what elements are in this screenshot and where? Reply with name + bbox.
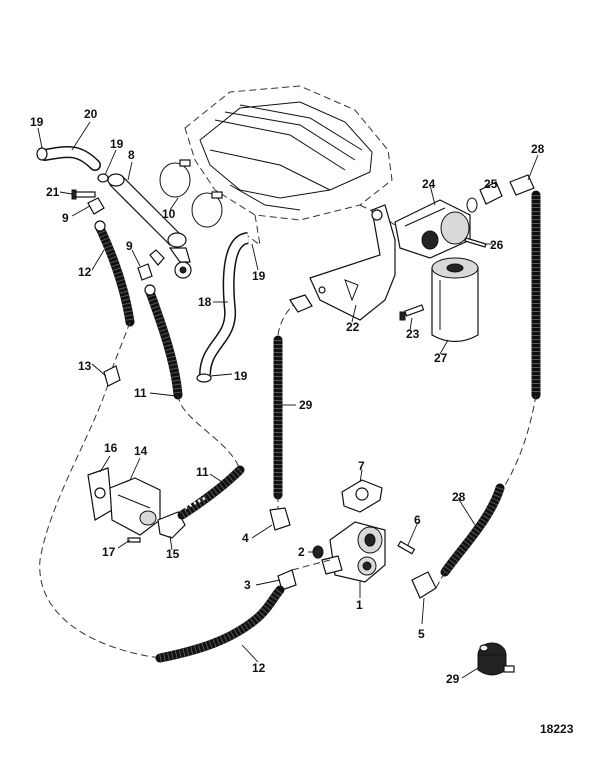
callout-19: 19 <box>110 137 124 151</box>
filter-adapter-24 <box>394 199 471 259</box>
callout-8: 8 <box>128 148 135 162</box>
callout-4: 4 <box>242 531 249 545</box>
hose-18 <box>196 232 250 383</box>
callout-19: 19 <box>234 369 248 383</box>
callout-17: 17 <box>102 545 116 559</box>
screw-26 <box>464 237 487 248</box>
callout-5: 5 <box>418 627 425 641</box>
leader-lines <box>37 121 539 679</box>
engine-block-outline <box>184 85 396 247</box>
gasket-16 <box>87 467 113 521</box>
figure-reference-number: 18223 <box>540 722 574 736</box>
callout-28: 28 <box>452 490 466 504</box>
callout-12: 12 <box>252 661 266 675</box>
callout-10: 10 <box>162 207 176 221</box>
callout-11: 11 <box>134 386 147 400</box>
hose-12-upper <box>95 223 135 327</box>
callout-29: 29 <box>299 398 313 412</box>
callout-16: 16 <box>104 441 118 455</box>
bolt-6 <box>397 540 416 555</box>
dashed-route-11 <box>177 394 241 471</box>
cover-14 <box>109 477 161 536</box>
callout-2: 2 <box>298 545 305 559</box>
callout-9: 9 <box>62 211 69 225</box>
callout-1: 1 <box>356 598 363 612</box>
fitting-29-top <box>289 294 313 313</box>
hose-11-upper <box>145 287 183 400</box>
callout-14: 14 <box>134 444 148 458</box>
callout-19: 19 <box>30 115 44 129</box>
callout-26: 26 <box>490 238 504 252</box>
clip-13 <box>103 365 121 387</box>
callout-22: 22 <box>346 320 360 334</box>
fitting-25 <box>466 181 503 213</box>
oil-cooler-8 <box>107 173 192 279</box>
clamp-10 <box>159 159 223 228</box>
hose-20 <box>36 146 109 183</box>
callout-19: 19 <box>252 269 266 283</box>
fitting-28-top <box>509 174 535 196</box>
callout-23: 23 <box>406 327 420 341</box>
callout-11: 11 <box>196 465 209 479</box>
callout-18: 18 <box>198 295 212 309</box>
callout-29: 29 <box>446 672 460 686</box>
callout-25: 25 <box>484 177 498 191</box>
callout-labels: 19 20 19 8 21 9 10 9 12 19 18 13 19 11 1… <box>30 107 545 686</box>
callout-7: 7 <box>358 459 365 473</box>
sender-29 <box>477 642 515 676</box>
callout-12: 12 <box>78 265 92 279</box>
fitting-5 <box>411 571 437 599</box>
fitting-9-lower <box>137 263 153 281</box>
bolt-23 <box>399 304 425 321</box>
callout-13: 13 <box>78 359 92 373</box>
fitting-4 <box>269 507 291 531</box>
callout-27: 27 <box>434 351 448 365</box>
screw-17 <box>127 537 141 543</box>
callout-21: 21 <box>46 185 60 199</box>
elbow-15 <box>157 511 186 539</box>
fitting-3 <box>277 569 297 591</box>
callout-24: 24 <box>422 177 436 191</box>
filter-housing-1 <box>321 521 386 583</box>
hose-11-lower <box>177 465 245 520</box>
screw-21 <box>71 189 96 200</box>
oil-filter-27 <box>431 257 479 343</box>
fitting-9-upper <box>87 197 105 215</box>
callout-9: 9 <box>126 239 133 253</box>
dashed-route-28 <box>504 394 537 486</box>
gasket-7 <box>341 479 383 513</box>
callout-20: 20 <box>84 107 98 121</box>
callout-15: 15 <box>166 547 180 561</box>
callout-6: 6 <box>414 513 421 527</box>
plug-2 <box>312 545 324 559</box>
hose-12-lower <box>155 585 285 663</box>
bracket-22 <box>309 204 396 321</box>
callout-28: 28 <box>531 142 545 156</box>
callout-3: 3 <box>244 578 251 592</box>
